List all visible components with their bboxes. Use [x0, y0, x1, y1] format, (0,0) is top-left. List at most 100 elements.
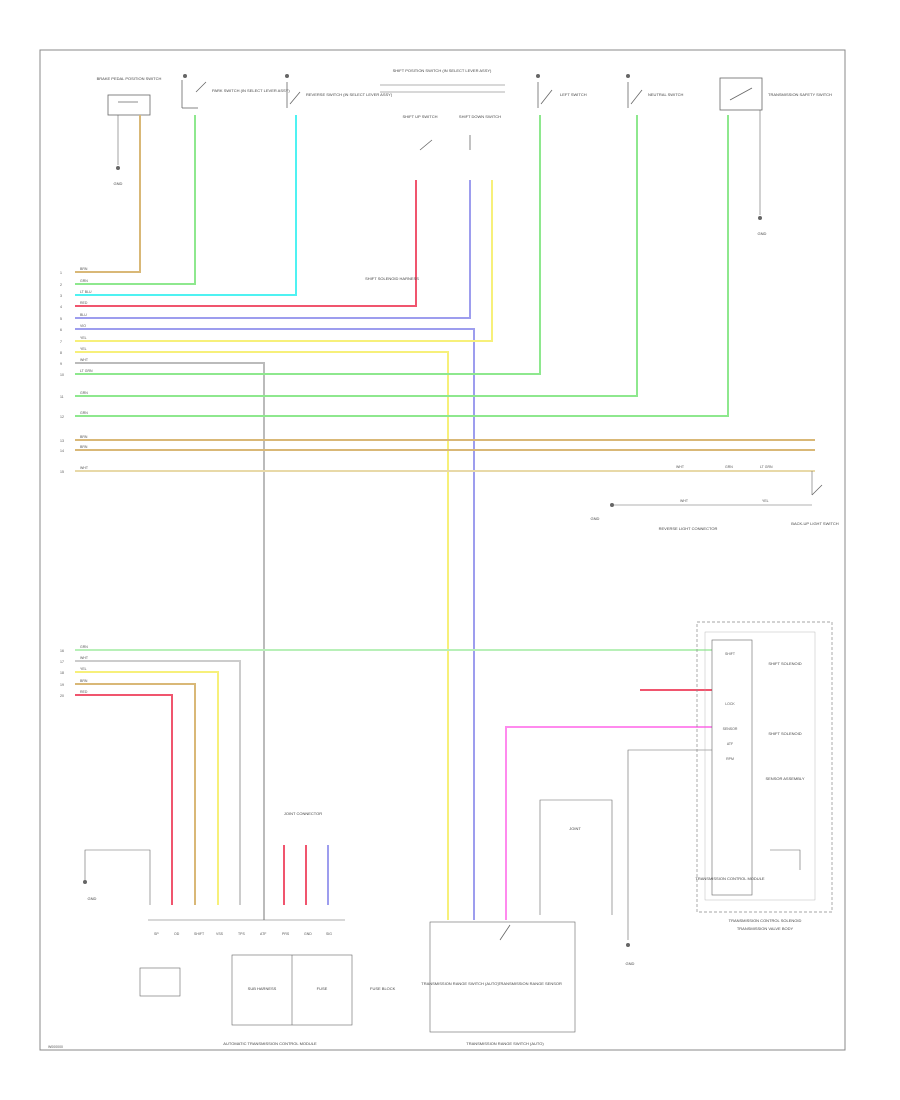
wire-yellow-a [75, 180, 493, 342]
ground-top-left: GND [114, 115, 123, 186]
pin-11: 11 [60, 395, 64, 399]
tcm-inner-right: SENSOR ASSEMBLY [765, 776, 804, 781]
wire-label-4: RED [80, 301, 88, 305]
reverse-switch-label: REVERSE SWITCH (IN SELECT LEVER ASSY) [306, 92, 393, 97]
atcm-sub-harness: SUB HARNESS [248, 986, 277, 991]
wire-label-14: BRN [80, 445, 88, 449]
range-switch-label: TRANSMISSION RANGE SWITCH (AUTO) [421, 981, 499, 986]
wire-shift-down-a [75, 180, 471, 319]
wire-park [75, 115, 196, 285]
center-solenoid: JOINT GND [539, 799, 635, 966]
connector-row-labels: SP OD SHIFT VSS TPS ATF PRS GND SIG [154, 932, 332, 936]
range-switch: TRANSMISSION RANGE SWITCH (AUTO) TRANSMI… [421, 921, 576, 1046]
wire-label-6: VIO [80, 324, 86, 328]
ground-top-right: GND [758, 110, 767, 236]
bl-pin-3: 18 [60, 671, 64, 675]
range-switch-title: TRANSMISSION RANGE SWITCH (AUTO) [466, 1041, 544, 1046]
range-sensor-label: TRANSMISSION RANGE SENSOR [498, 981, 562, 986]
tcm-box-title-2: TRANSMISSION VALVE BODY [737, 926, 794, 931]
shift-up-switch-label: SHIFT UP SWITCH [403, 114, 438, 119]
wire-shift-up [75, 180, 417, 307]
ground-bottom-left: GND [83, 849, 151, 905]
page-code: W000000 [48, 1045, 63, 1049]
right-sensor-label: BACK-UP LIGHT SWITCH [791, 521, 839, 526]
conn-label-6: ATF [260, 932, 266, 936]
backup-light-section: GND REVERSE LIGHT CONNECTOR BACK-UP LIGH… [591, 465, 839, 531]
bl-pin-4: 19 [60, 683, 64, 687]
park-switch: PARK SWITCH (IN SELECT LEVER ASSY) [181, 74, 290, 109]
pin-6: 6 [60, 328, 62, 332]
left-switch: LEFT SWITCH [536, 74, 587, 108]
wire-label-2: GRN [80, 279, 88, 283]
pin-7: 7 [60, 340, 62, 344]
tcm-pin-2: LOCK [725, 702, 735, 706]
pin-4: 4 [60, 305, 62, 309]
right-tag-5: YEL [762, 499, 769, 503]
tcm-box: SHIFT LOCK SENSOR ATF RPM SHIFT SOLENOID… [695, 621, 833, 931]
pin-14: 14 [60, 449, 64, 453]
wire-safety [75, 115, 729, 417]
pin-1: 1 [60, 271, 62, 275]
bl-pin-5: 20 [60, 694, 64, 698]
bl-label-1: GRN [80, 645, 88, 649]
tcm-pin-1: SHIFT [725, 652, 736, 656]
ground-bl-label: GND [88, 896, 97, 901]
wire-label-9: WHT [80, 358, 89, 362]
shift-switch-group-label: SHIFT POSITION SWITCH (IN SELECT LEVER A… [393, 68, 492, 73]
tcm-title: TRANSMISSION CONTROL MODULE [695, 876, 765, 881]
bl-label-3: YEL [80, 667, 87, 671]
sensor-harness-label: SHIFT SOLENOID HARNESS [365, 276, 419, 281]
ground-bm-label: GND [626, 961, 635, 966]
wire-label-12: GRN [80, 411, 88, 415]
shift-down-switch-label: SHIFT DOWN SWITCH [459, 114, 501, 119]
conn-label-8: GND [304, 932, 312, 936]
ground-top-right-label: GND [758, 231, 767, 236]
wire-red-c [75, 694, 173, 905]
right-tag-3: LT GRN [760, 465, 773, 469]
wire-reverse [75, 115, 297, 296]
bottom-left-wire-labels: GRN WHT YEL BRN RED 16 17 18 19 20 [60, 645, 89, 698]
wire-shift-down-b [75, 328, 475, 920]
pin-5: 5 [60, 317, 62, 321]
ground-top-left-label: GND [114, 181, 123, 186]
neutral-switch-label: NEUTRAL SWITCH [648, 92, 684, 97]
pin-3: 3 [60, 294, 62, 298]
tcm-pin-3: SENSOR [723, 727, 738, 731]
wire-label-15: WHT [80, 466, 89, 470]
wire-yellow-c [75, 671, 219, 905]
conn-label-7: PRS [282, 932, 290, 936]
pin-13: 13 [60, 439, 64, 443]
wire-label-1: BRN [80, 267, 88, 271]
reverse-switch: REVERSE SWITCH (IN SELECT LEVER ASSY) [285, 74, 393, 108]
conn-label-5: TPS [238, 932, 245, 936]
wire-label-3: LT BLU [80, 290, 92, 294]
wire-brake [75, 115, 141, 273]
right-connector-label: REVERSE LIGHT CONNECTOR [659, 526, 718, 531]
bl-label-2: WHT [80, 656, 89, 660]
tcm-pin-4: ATF [727, 742, 733, 746]
tcm-inner-mid: SHIFT SOLENOID [768, 731, 801, 736]
shift-switch-group: SHIFT POSITION SWITCH (IN SELECT LEVER A… [380, 68, 505, 151]
bl-label-4: BRN [80, 679, 88, 683]
conn-label-9: SIG [326, 932, 332, 936]
tcm-box-title: TRANSMISSION CONTROL SOLENOID [729, 918, 802, 923]
right-tag-2: GRN [725, 465, 733, 469]
pin-2: 2 [60, 283, 62, 287]
wire-label-10: LT GRN [80, 369, 93, 373]
atcm-title: AUTOMATIC TRANSMISSION CONTROL MODULE [223, 1041, 317, 1046]
bl-pin-2: 17 [60, 660, 64, 664]
wire-neutral [75, 115, 638, 397]
left-switch-label: LEFT SWITCH [560, 92, 587, 97]
safety-switch: TRANSMISSION SAFETY SWITCH [719, 77, 832, 111]
atcm-module: SUB HARNESS FUSE FUSE BLOCK AUTOMATIC TR… [139, 954, 396, 1046]
safety-switch-label: TRANSMISSION SAFETY SWITCH [768, 92, 832, 97]
wire-yellow-b [75, 351, 449, 920]
tcm-inner-left: SHIFT SOLENOID [768, 661, 801, 666]
right-tag-1: WHT [676, 465, 685, 469]
wire-pink [505, 726, 712, 920]
conn-label-1: SP [154, 932, 159, 936]
bl-label-5: RED [80, 690, 88, 694]
wire-label-8: YEL [80, 347, 87, 351]
joint-connector-label: JOINT CONNECTOR [284, 811, 322, 816]
